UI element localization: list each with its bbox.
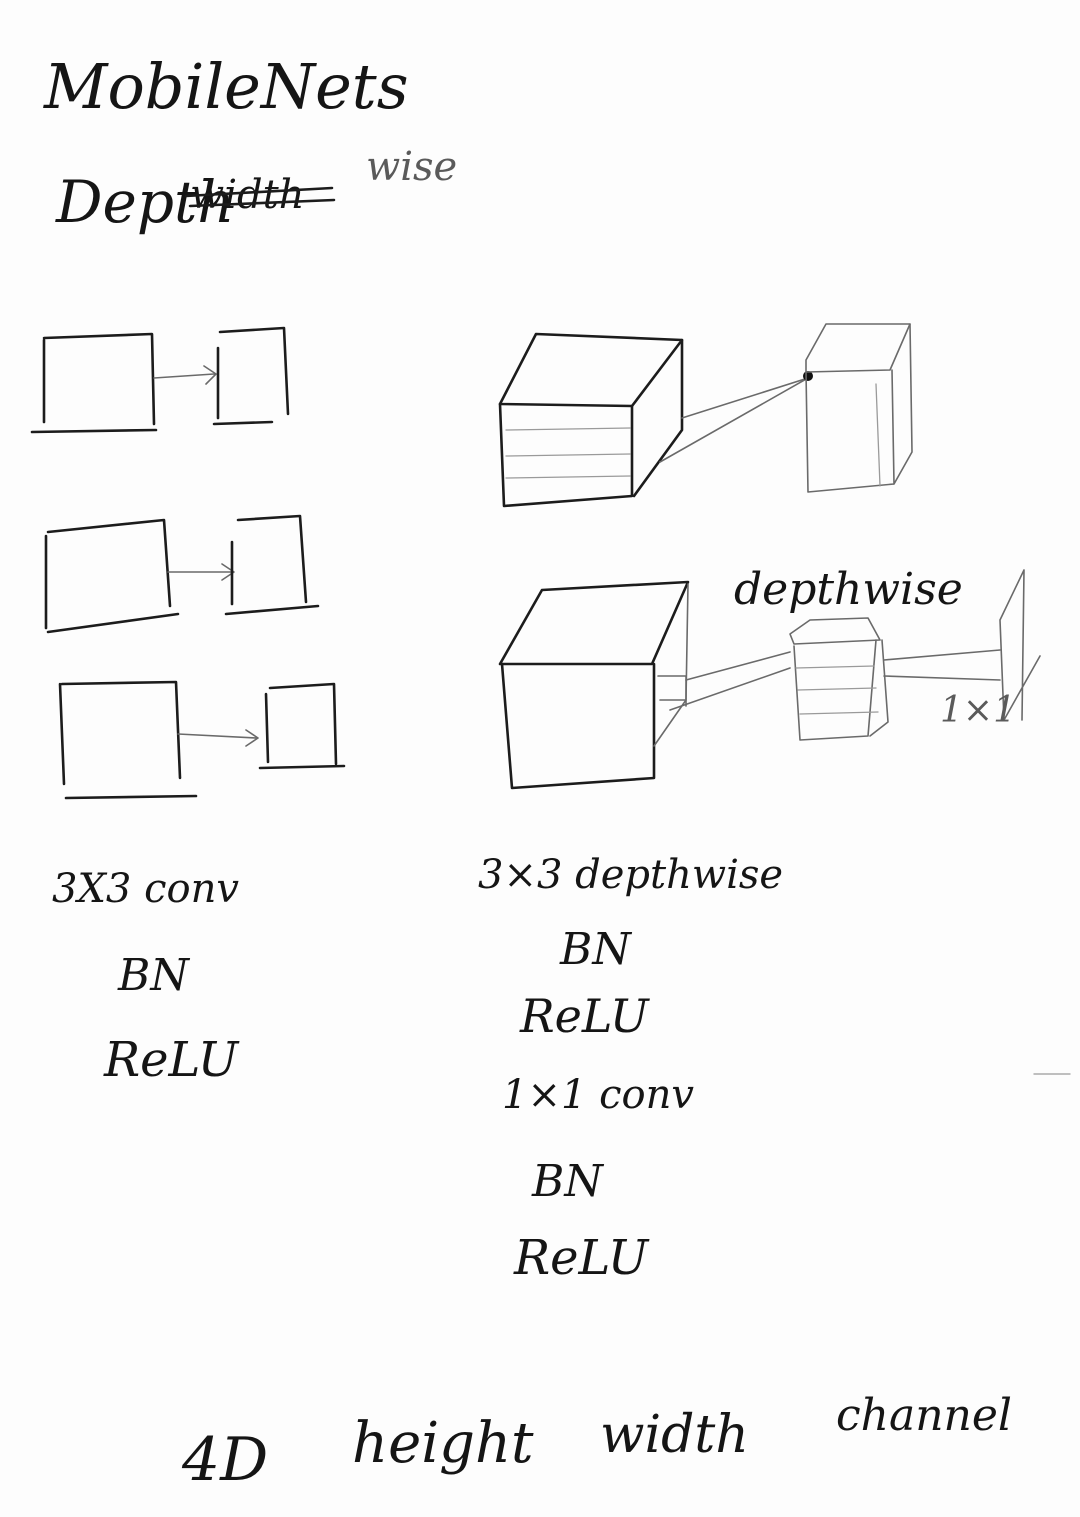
page-title: MobileNets: [43, 50, 409, 123]
standard-step-3: ReLU: [103, 1032, 240, 1088]
depthwise-conv-cube: [498, 569, 1041, 790]
depthwise-step-3: ReLU: [519, 989, 651, 1043]
standard-conv-cube: [498, 323, 913, 508]
strike-line-1: [184, 186, 334, 198]
label-depthwise: depthwise: [734, 564, 963, 615]
footer-dimensions: 4D height width channel: [181, 1390, 1012, 1495]
footer-item-height: height: [352, 1411, 534, 1476]
standard-conv-sketch-3: [58, 680, 346, 800]
depthwise-step-5: BN: [531, 1156, 604, 1207]
footer-item-4d: 4D: [181, 1425, 268, 1495]
depthwise-step-1: 3×3 depthwise: [478, 852, 783, 898]
depthwise-step-6: ReLU: [513, 1230, 650, 1286]
standard-block-steps: 3X3 conv BN ReLU: [52, 866, 240, 1088]
depthwise-step-2: BN: [559, 924, 632, 975]
strike-line-2: [188, 198, 336, 208]
standard-conv-sketch-2: [44, 514, 320, 634]
standard-step-1: 3X3 conv: [52, 866, 239, 912]
standard-conv-sketch-1: [30, 326, 290, 434]
footer-item-channel: channel: [836, 1390, 1012, 1441]
footer-item-width: width: [600, 1405, 749, 1465]
label-pointwise: 1×1: [940, 690, 1016, 731]
standard-step-2: BN: [117, 950, 190, 1001]
subtitle-depth: Depth: [55, 168, 235, 236]
depthwise-block-steps: 3×3 depthwise BN ReLU 1×1 conv BN ReLU: [478, 852, 783, 1286]
subtitle-correction: wise: [366, 144, 457, 190]
depthwise-step-4: 1×1 conv: [502, 1072, 694, 1118]
